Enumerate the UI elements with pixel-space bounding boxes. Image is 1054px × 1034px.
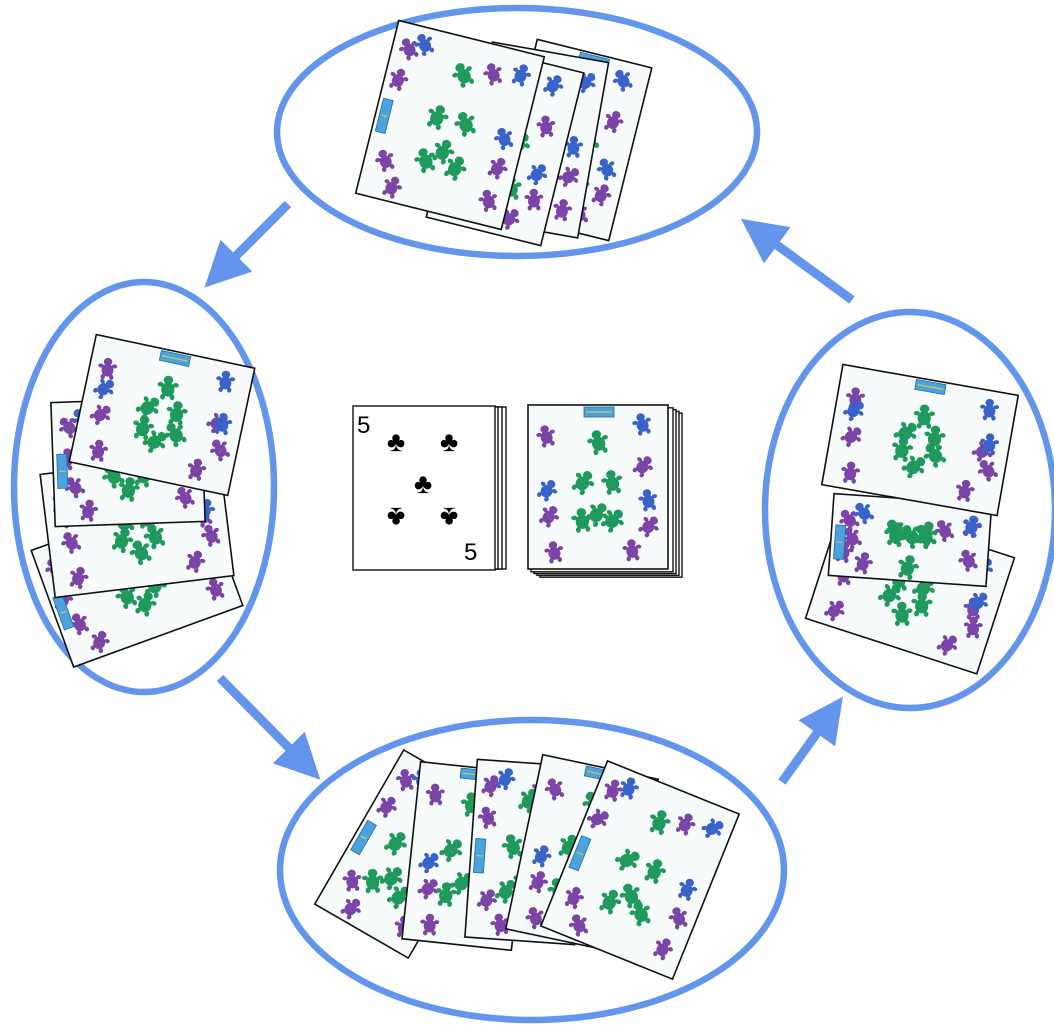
center-play-area: 5 5 ♣ ♣ ♣ ♣ ♣ [352,405,507,571]
card-rank-top: 5 [357,412,370,439]
card[interactable] [68,333,256,497]
hand-bottom [313,748,741,981]
card-rank-bottom: 5 [464,539,477,566]
face-up-card[interactable]: 5 5 ♣ ♣ ♣ ♣ ♣ [352,405,496,571]
club-icon: ♣ [440,502,458,533]
card-back[interactable] [539,759,741,981]
club-icon: ♣ [414,468,432,499]
card-back[interactable] [68,333,256,497]
player-rings [10,4,1054,1024]
hand-right [804,363,1020,675]
card-badge [473,838,487,874]
card-badge [568,835,592,872]
club-icon: ♣ [440,426,458,457]
arrow-right-to-top [740,218,855,304]
arrow-top-to-left [204,200,292,288]
card-back[interactable] [527,404,669,570]
card-back[interactable] [820,363,1020,517]
card-badge [374,97,394,135]
draw-pile-top-card[interactable] [527,404,669,570]
arrow-left-to-bottom [216,674,321,780]
card[interactable] [354,19,546,231]
player-ring-bottom [276,716,788,1024]
card-badge [583,406,615,418]
hand-left [30,333,256,669]
turn-arrows [204,200,855,785]
player-ring-right [761,308,1054,712]
card-back[interactable] [354,19,546,231]
card-badge [914,379,947,395]
player-ring-left [10,278,278,696]
card[interactable] [539,759,741,981]
card-back[interactable] [827,472,993,588]
card-badge [350,819,377,856]
player-ring-top [273,4,761,260]
hand-top [354,19,653,247]
club-icon: ♣ [387,502,405,533]
player-hands [30,19,1020,981]
arrow-bottom-to-right [778,696,843,785]
club-icon: ♣ [387,426,405,457]
card-badge [158,349,192,367]
card[interactable] [820,363,1020,517]
card-badge [833,524,847,560]
draw-pile[interactable] [527,404,683,578]
card[interactable] [827,472,993,588]
card-badge [56,453,69,489]
